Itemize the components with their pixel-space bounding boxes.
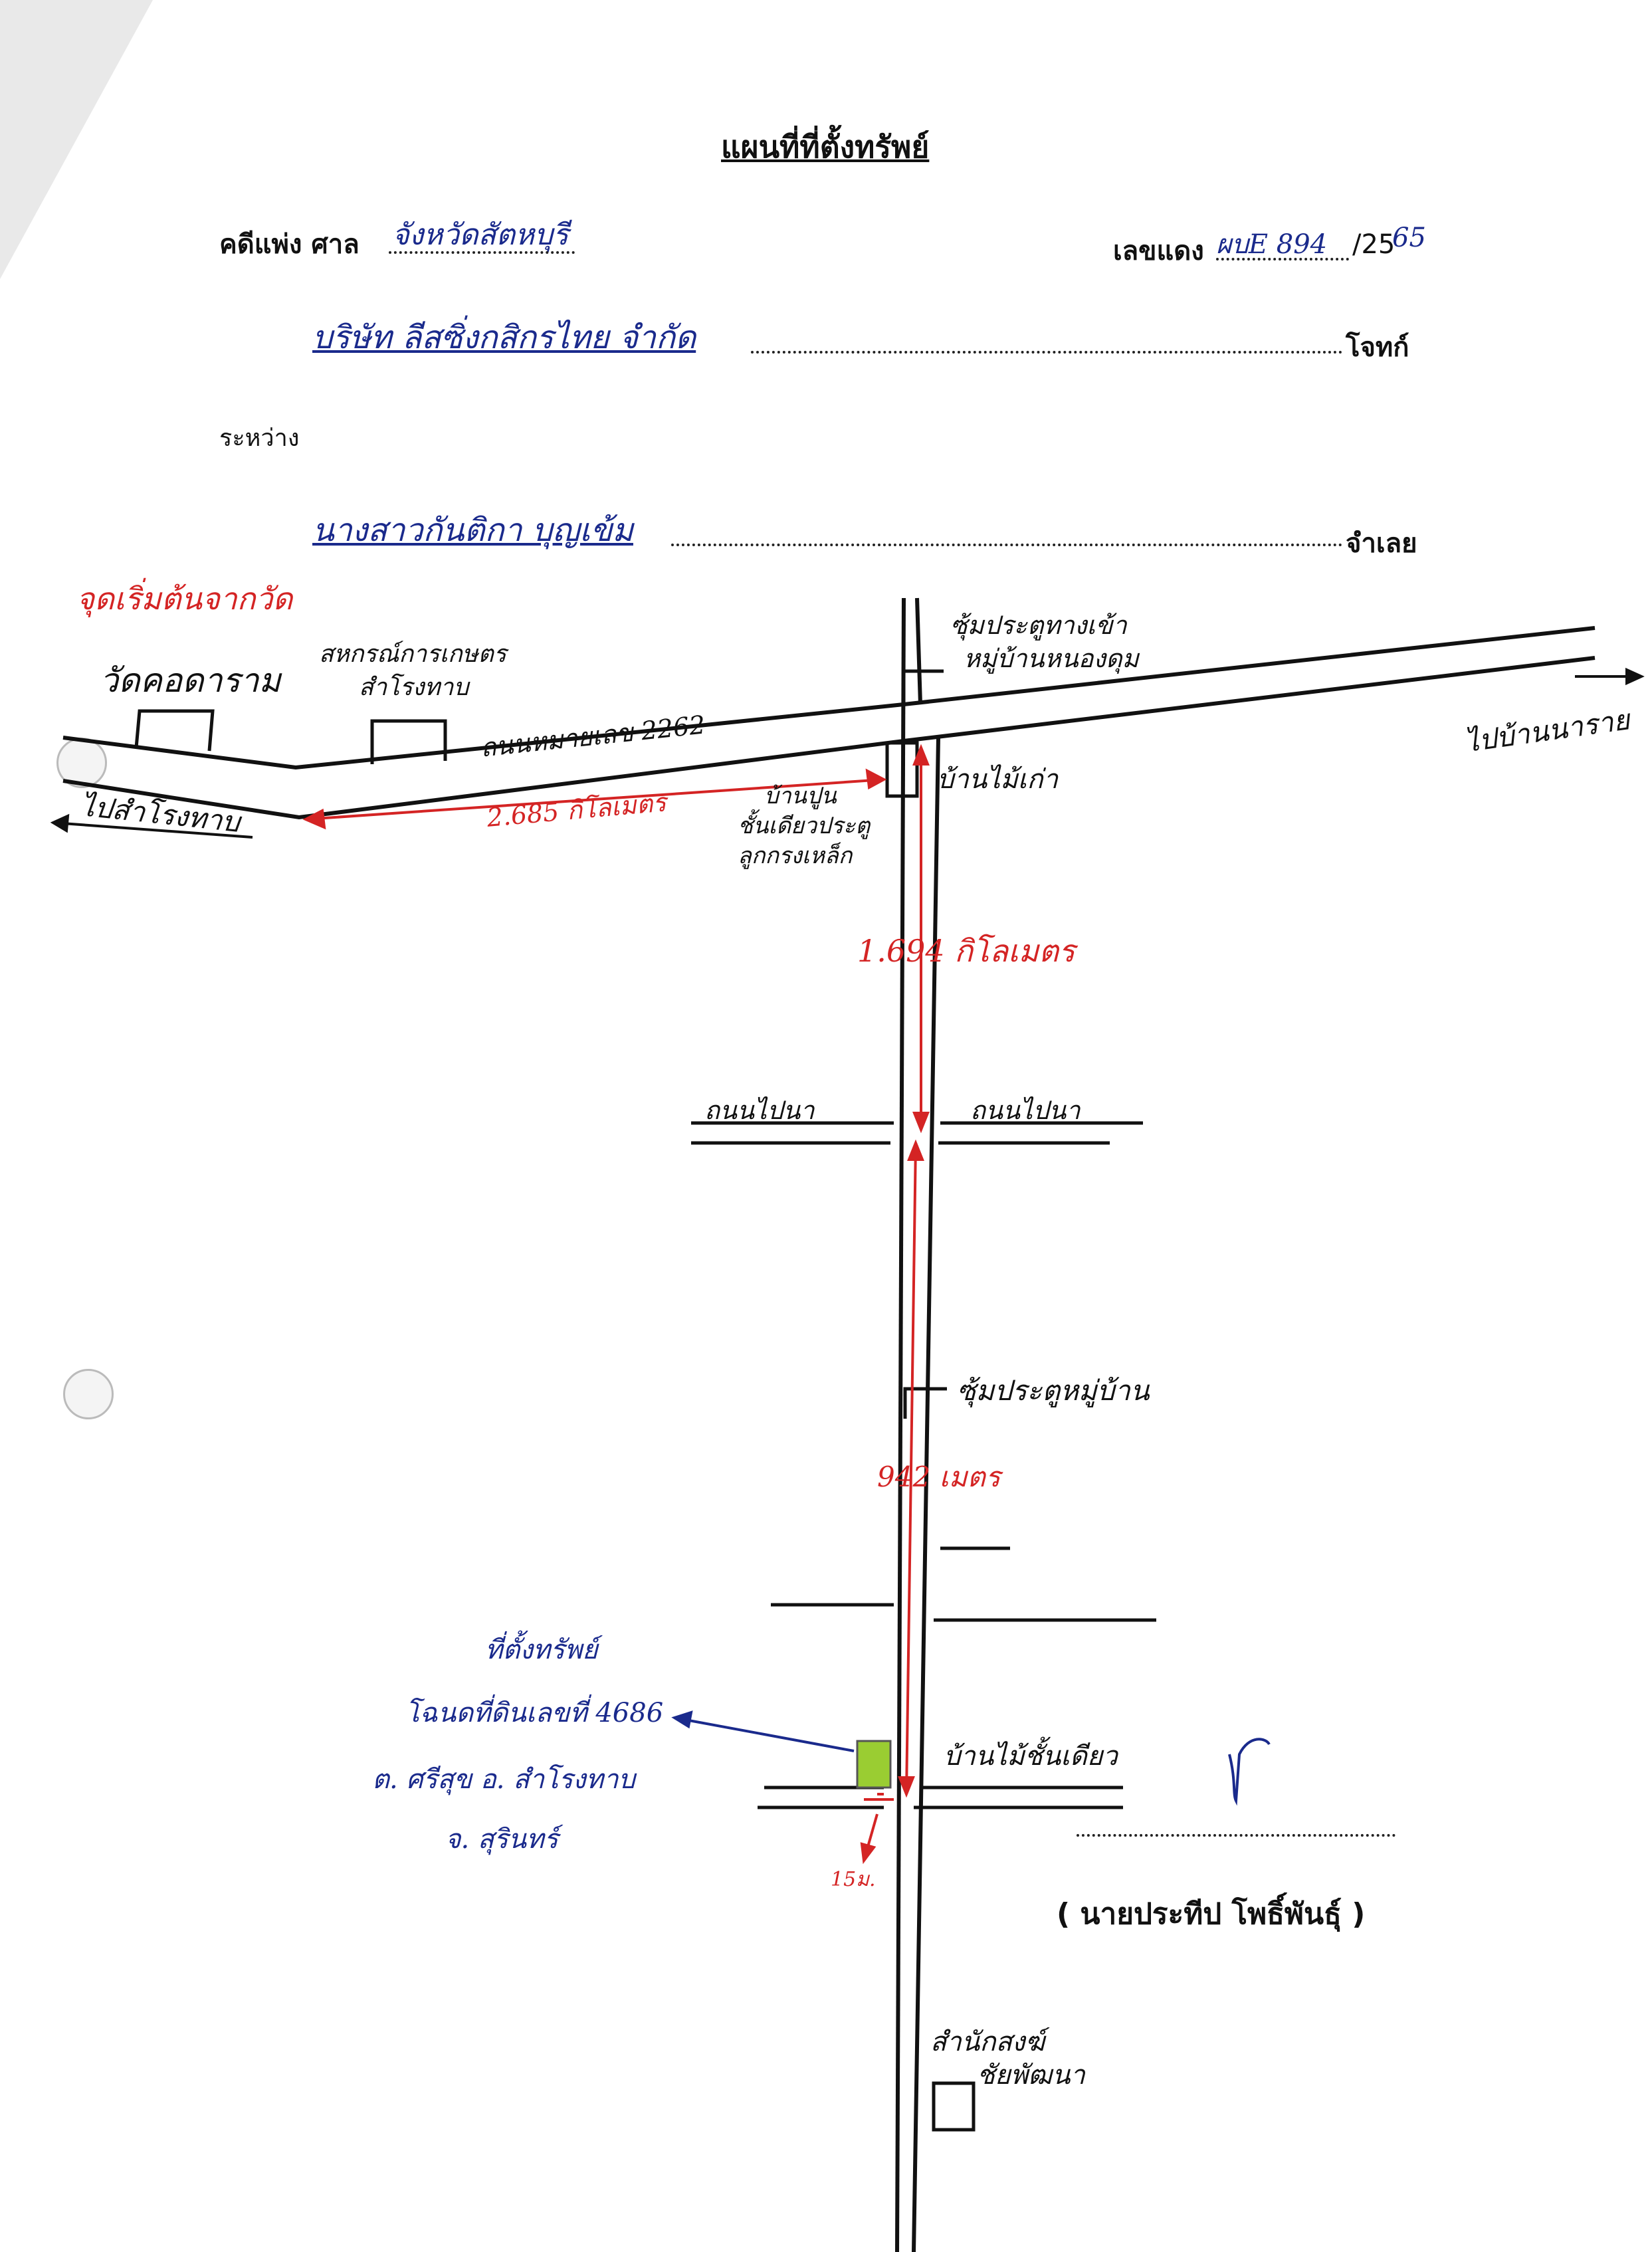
old-house-label: บ้านไม้เก่า (937, 764, 1059, 795)
defendant-name: นางสาวกันติกา บุญเข้ม (312, 512, 633, 549)
coop-label-2: สำโรงทาบ (359, 674, 469, 701)
signature-dotted-line (1077, 1834, 1395, 1837)
dirt-road-right: ถนนไปนา (970, 1096, 1081, 1125)
defendant-dotted-line (671, 544, 1342, 546)
dirt-road-left: ถนนไปนา (704, 1096, 815, 1125)
starting-point-label: จุดเริ่มต้นจากวัด (76, 581, 293, 617)
distance-to-property: 942 เมตร (877, 1461, 1001, 1493)
gates (902, 669, 947, 1419)
concrete-house-label: บ้านปูน (764, 783, 837, 809)
property-pointer (671, 1710, 855, 1752)
page-title: แผนที่ที่ตั้งทรัพย์ (721, 129, 930, 165)
signature-mark (1228, 1738, 1271, 1806)
wooden-house-label: บ้านไม้ชั้นเดียว (944, 1741, 1118, 1772)
coop-label: สหกรณ์การเกษตร (319, 641, 507, 668)
court-dotted-line (389, 251, 575, 254)
village-gate-label: ซุ้มประตูทางเข้า (950, 611, 1127, 640)
subdistrict-label: ต. ศรีสุข อ. สำโรงทาบ (372, 1764, 635, 1795)
deed-label: โฉนดที่ดินเลขที่ 4686 (405, 1698, 664, 1728)
punch-hole-bottom (63, 1369, 114, 1419)
plaintiff-dotted-line (751, 351, 1342, 354)
folded-corner (0, 0, 153, 279)
buildings (134, 709, 976, 2132)
year-suffix: 65 (1392, 223, 1426, 253)
plaintiff-name: บริษัท ลีสซิ่งกสิกรไทย จำกัด (312, 319, 696, 356)
village-gate-2-label: ซุ้มประตูหมู่บ้าน (957, 1374, 1150, 1407)
red-number-label: เลขแดง (1113, 236, 1204, 266)
concrete-house-label-3: ลูกกรงเหล็ก (738, 843, 853, 869)
temple-2-label: สำนักสงฆ์ (930, 2027, 1045, 2057)
side-road-lines (895, 597, 940, 2252)
case-label: คดีแพ่ง ศาล (219, 229, 360, 260)
defendant-label: จำเลย (1346, 528, 1417, 559)
distance-15m: 15ม. (831, 1868, 876, 1891)
village-gate-label-2: หมู่บ้านหนองดุม (964, 644, 1139, 673)
concrete-house-label-2: ชั้นเดียวประตู (738, 813, 871, 839)
direction-arrows (50, 667, 1645, 839)
year-prefix: /25 (1352, 229, 1395, 260)
red-number-value: ผบE 894 (1216, 229, 1328, 260)
property-label: ที่ตั้งทรัพย์ (485, 1635, 598, 1665)
red-number-dotted-line (1216, 258, 1349, 260)
province-label: จ. สุรินทร์ (445, 1824, 558, 1855)
temple-2-label-2: ชัยพัฒนา (977, 2060, 1085, 2091)
property-parcel (856, 1740, 892, 1789)
court-name: จังหวัดสัตหบุรี (392, 218, 569, 252)
distance-arrows (302, 744, 930, 1865)
signer-name: ( นายประทีป โพธิ์พันธุ์ ) (1057, 1897, 1366, 1931)
between-label: ระหว่าง (219, 425, 300, 452)
distance-side-road: 1.694 กิโลเมตร (857, 933, 1075, 969)
plaintiff-label: โจทก์ (1346, 332, 1409, 363)
temple-label: วัดคอดาราม (100, 661, 281, 700)
highway-lines (62, 626, 1596, 820)
